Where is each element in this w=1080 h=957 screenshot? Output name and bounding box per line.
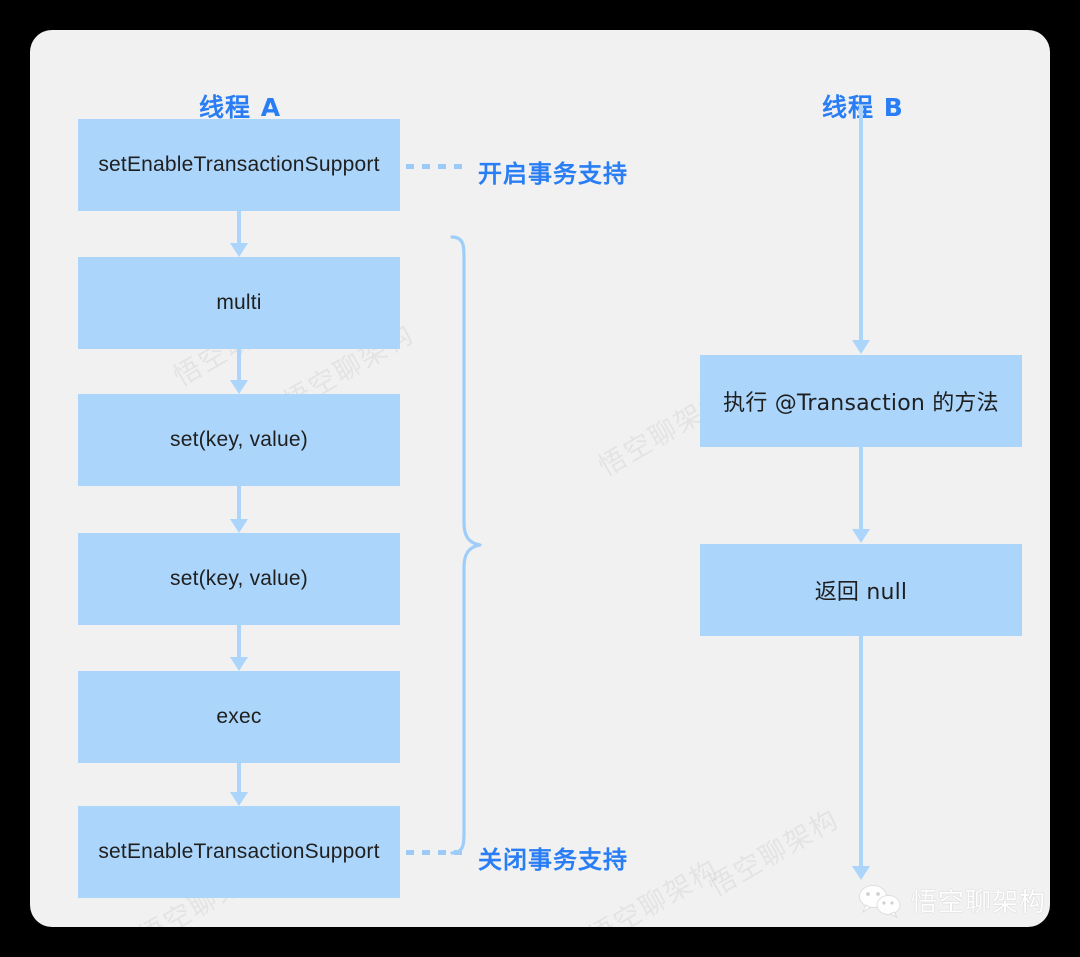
annotation-enable-transaction: 开启事务支持 <box>478 160 628 188</box>
wechat-account-badge: 悟空聊架构 <box>858 882 1046 919</box>
arrow-a1-to-a2 <box>226 211 252 257</box>
watermark: 悟空聊架构 <box>703 803 845 903</box>
node-multi[interactable]: multi <box>78 257 400 349</box>
arrow-a5-to-a6 <box>226 763 252 806</box>
dotted-connector-disable <box>406 850 470 855</box>
diagram-card: 悟空聊架构 悟空聊架构 悟空聊架构 悟空聊架构 悟空聊架构 悟空聊架构 线程 A… <box>30 30 1050 927</box>
wechat-icon <box>859 884 901 918</box>
column-title-thread-a: 线程 A <box>199 93 282 122</box>
wechat-account-name: 悟空聊架构 <box>910 888 1046 918</box>
node-set-enable-transaction-support-on[interactable]: setEnableTransactionSupport <box>78 119 400 211</box>
node-set-key-value-2[interactable]: set(key, value) <box>78 533 400 625</box>
grouping-brace <box>450 235 482 855</box>
arrow-a4-to-a5 <box>226 625 252 671</box>
dotted-connector-enable <box>406 164 470 169</box>
arrow-a3-to-a4 <box>226 486 252 533</box>
node-exec[interactable]: exec <box>78 671 400 763</box>
node-set-enable-transaction-support-off[interactable]: setEnableTransactionSupport <box>78 806 400 898</box>
node-return-null[interactable]: 返回 null <box>700 544 1022 636</box>
arrow-a2-to-a3 <box>226 349 252 394</box>
annotation-disable-transaction: 关闭事务支持 <box>478 846 628 874</box>
node-set-key-value-1[interactable]: set(key, value) <box>78 394 400 486</box>
arrow-thread-b-start <box>848 105 874 355</box>
arrow-b1-to-b2 <box>848 447 874 544</box>
node-execute-transaction-method[interactable]: 执行 @Transaction 的方法 <box>700 355 1022 447</box>
arrow-thread-b-end <box>848 636 874 881</box>
